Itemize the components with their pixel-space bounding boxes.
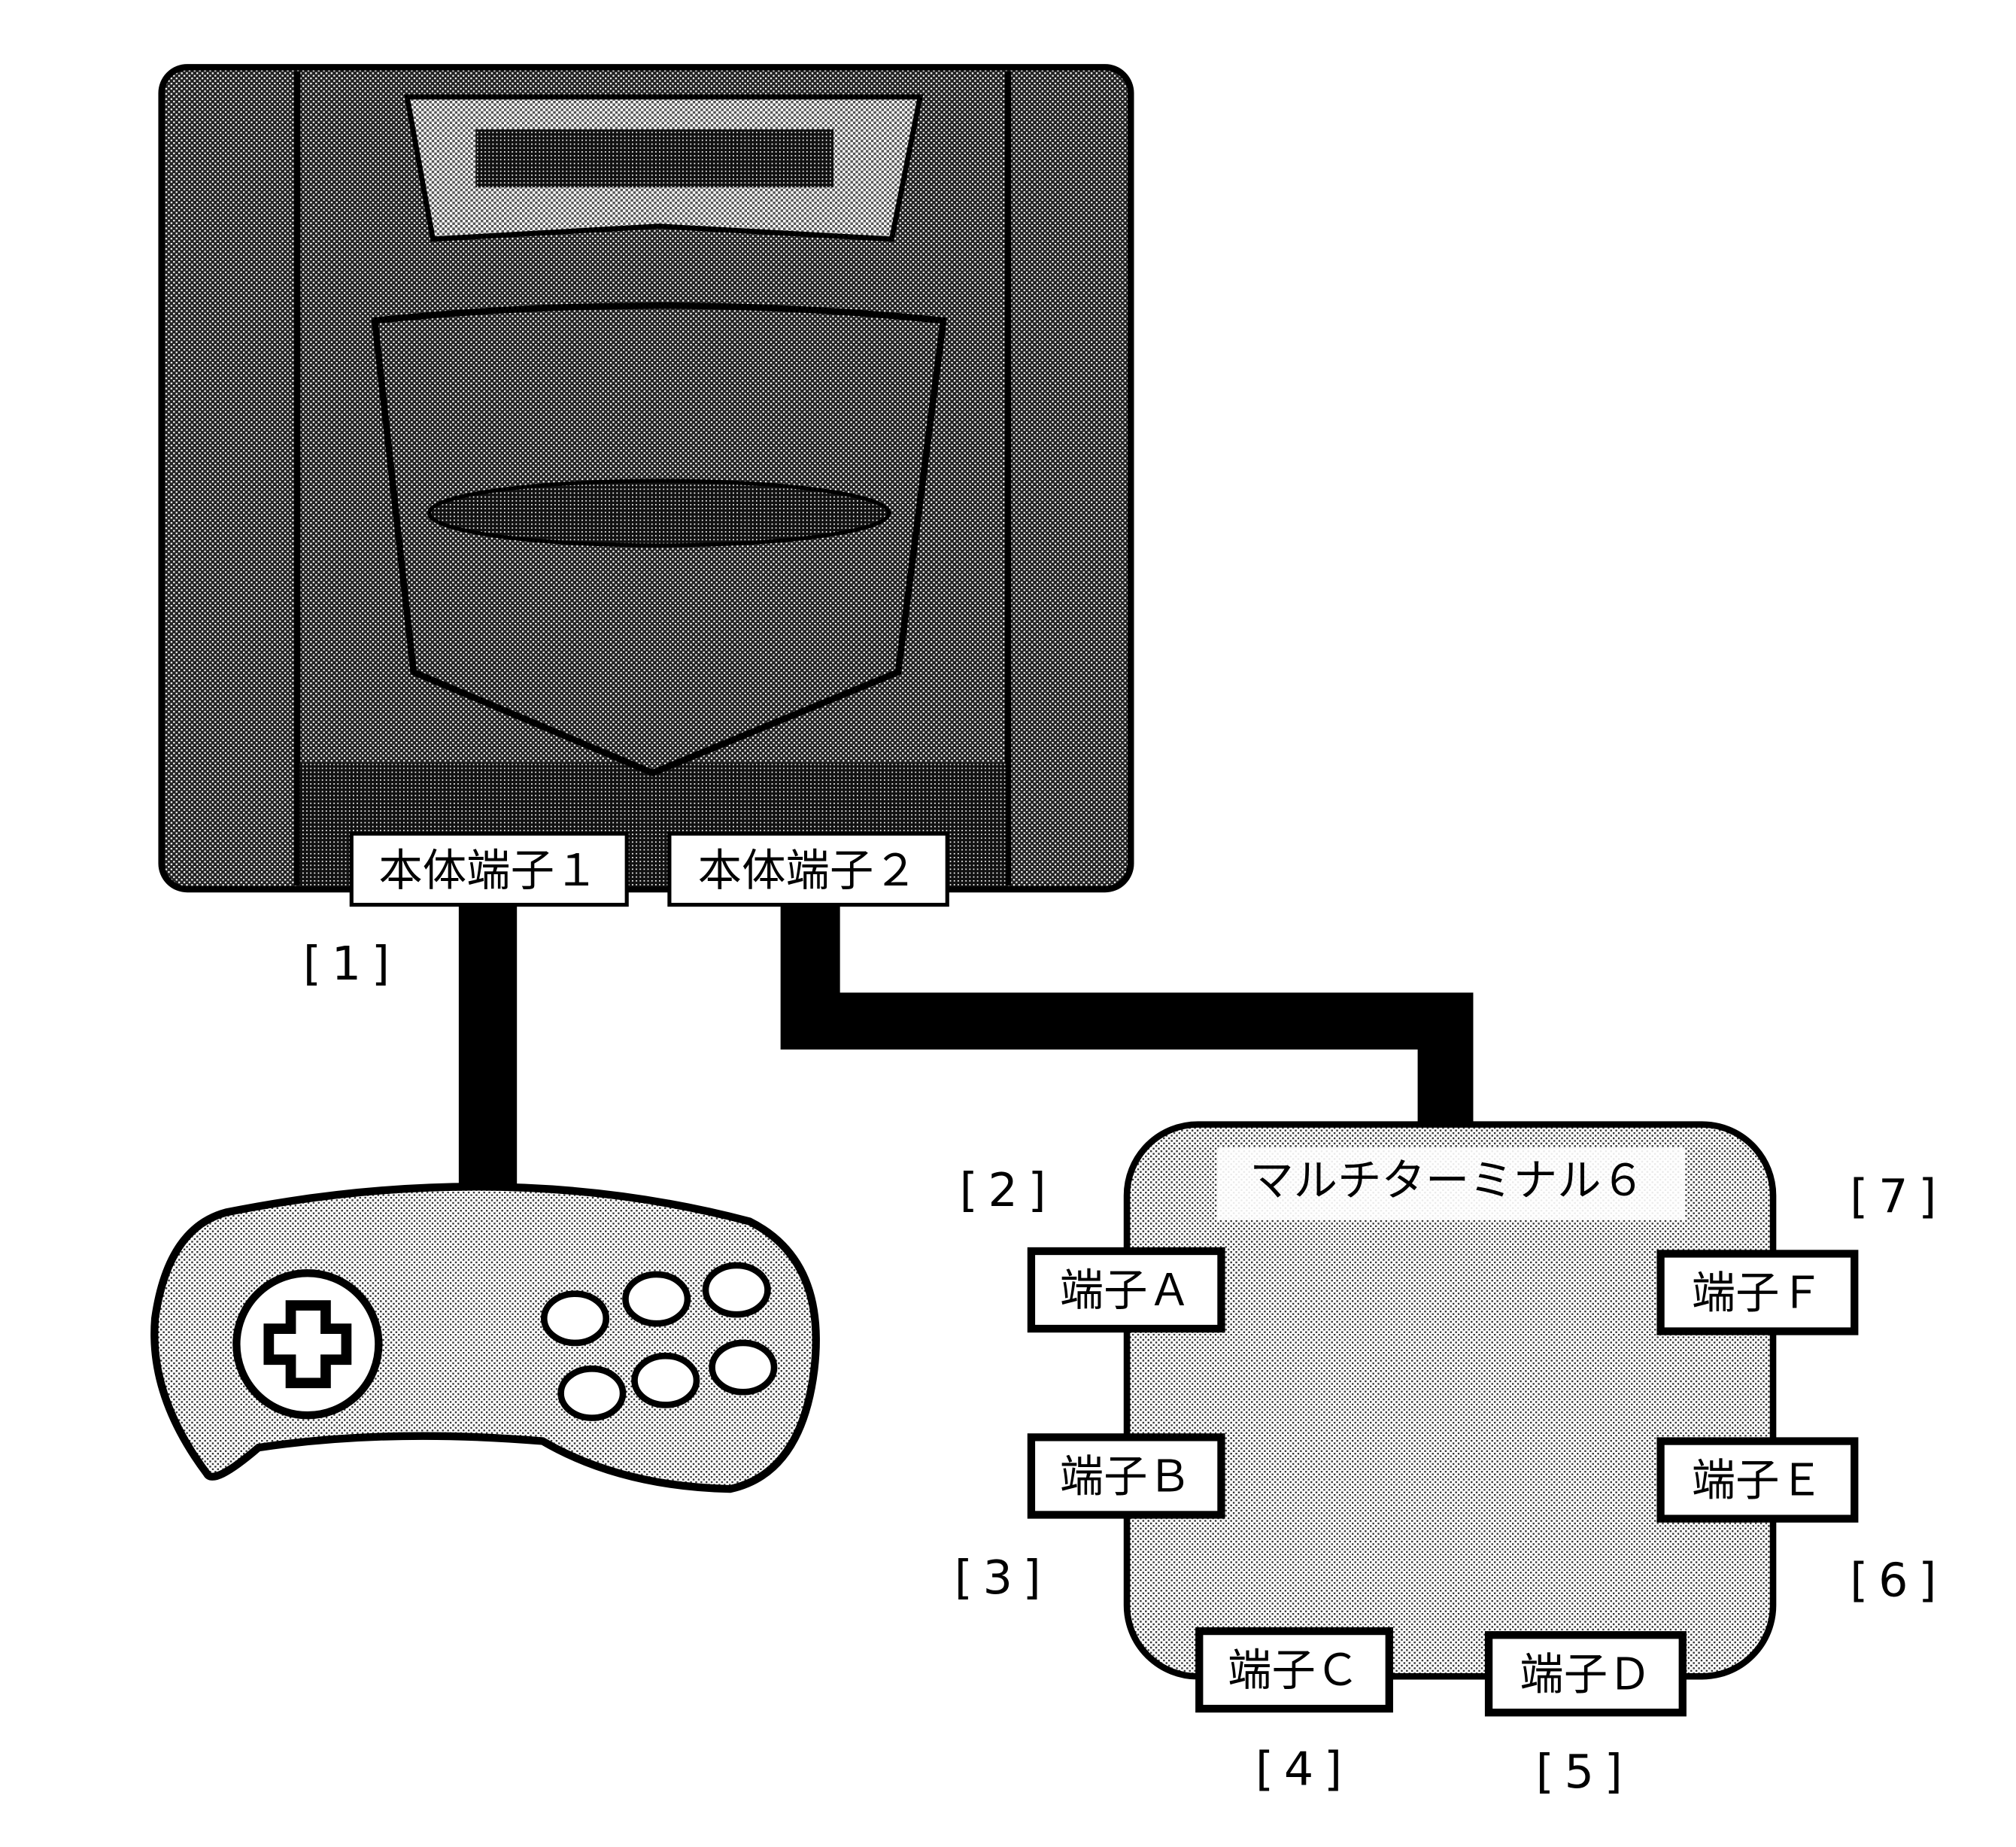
face-buttons [540,1262,778,1421]
controller [150,1183,820,1493]
terminal-b [1027,1433,1225,1519]
terminal-f [1656,1250,1859,1335]
marker-4: [4] [1255,1742,1353,1797]
terminal-a-label: 端子Ａ [1060,1265,1192,1316]
marker-6: [6] [1850,1554,1947,1608]
game-console: 本体端子１ 本体端子２ [158,64,1134,907]
marker-5: [5] [1536,1745,1633,1799]
cable-controller [458,904,518,1187]
marker-1: [1] [303,937,400,991]
terminal-c-label: 端子Ｃ [1228,1645,1359,1696]
console-port-2-label: 本体端子２ [698,845,918,896]
cable-multi-terminal [780,904,1474,1128]
terminal-e-label: 端子Ｅ [1692,1455,1823,1506]
terminal-a [1027,1247,1225,1333]
marker-7: [7] [1850,1169,1947,1223]
multi-terminal-title: マルチターミナル６ [1249,1155,1645,1206]
terminal-c [1195,1627,1393,1713]
terminal-b-label: 端子Ｂ [1060,1451,1192,1502]
multi-terminal: マルチターミナル６ 端子Ａ 端子Ｂ 端子Ｃ 端子Ｄ 端子Ｅ 端子Ｆ [1027,1121,1859,1717]
marker-3: [3] [955,1551,1052,1605]
marker-2: [2] [960,1163,1057,1217]
terminal-d [1484,1631,1687,1717]
terminal-d-label: 端子Ｄ [1520,1648,1651,1700]
terminal-e [1656,1437,1859,1523]
terminal-f-label: 端子Ｆ [1692,1268,1823,1319]
console-port-1-label: 本体端子１ [378,845,598,896]
